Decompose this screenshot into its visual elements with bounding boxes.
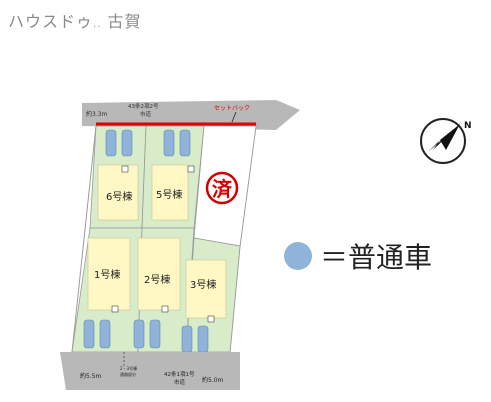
lot-6-label: 6号棟 bbox=[106, 190, 132, 203]
bottom-road-right-width: 約5.0m bbox=[202, 376, 224, 384]
setback-label: セットバック bbox=[214, 105, 250, 112]
lot-5-house bbox=[151, 164, 189, 221]
north-compass-icon: N bbox=[420, 118, 472, 164]
setback-pointer bbox=[231, 111, 237, 123]
entrance-marker bbox=[207, 315, 215, 323]
entrance-marker bbox=[111, 305, 119, 313]
car-marker bbox=[197, 325, 209, 353]
brand-logo: ハウスドゥ.. 古賀 bbox=[8, 8, 141, 32]
entrance-marker bbox=[121, 165, 129, 173]
bottom-road bbox=[60, 352, 240, 390]
top-road-width: 約3.3m bbox=[86, 110, 108, 118]
top-road-kind: 市道 bbox=[140, 110, 152, 118]
car-marker bbox=[105, 129, 117, 157]
lot-1-house bbox=[87, 237, 131, 311]
legend-text: 普通車 bbox=[348, 241, 433, 274]
lot-2-house bbox=[137, 237, 181, 311]
car-marker bbox=[181, 325, 193, 353]
top-road-type: 43条2項2号 bbox=[128, 102, 159, 110]
lot-1-label: 1号棟 bbox=[94, 268, 120, 281]
bottom-road-kind: 市道 bbox=[174, 378, 186, 386]
car-marker bbox=[163, 129, 175, 157]
bottom-road-type: 42条1項1号 bbox=[164, 370, 195, 378]
sold-stamp bbox=[205, 171, 239, 205]
entrance-marker bbox=[187, 165, 195, 173]
car-legend-dot-icon bbox=[284, 242, 312, 270]
car-marker bbox=[133, 319, 145, 349]
bottom-road-left-width: 約5.5m bbox=[80, 372, 102, 380]
svg-text:N: N bbox=[464, 121, 472, 131]
car-marker bbox=[179, 129, 191, 157]
bottom-road-note-1: 2・3号棟 bbox=[120, 365, 137, 371]
lot-3-house bbox=[185, 259, 227, 319]
legend-equals: ＝ bbox=[320, 241, 349, 274]
brand-branch: 古賀 bbox=[107, 12, 142, 31]
brand-suffix: .. bbox=[93, 19, 102, 30]
lot-2-label: 2号棟 bbox=[144, 273, 170, 286]
bottom-road-note-2: 通路部分 bbox=[120, 371, 136, 377]
car-marker bbox=[149, 319, 161, 349]
lot-5-label: 5号棟 bbox=[156, 188, 182, 201]
lot-6-house bbox=[97, 164, 139, 221]
car-marker bbox=[83, 319, 95, 349]
sold-mark: 済 bbox=[212, 177, 233, 201]
entrance-marker bbox=[161, 305, 169, 313]
car-marker bbox=[121, 129, 133, 157]
entrance-markers bbox=[111, 165, 215, 323]
car-marker bbox=[99, 319, 111, 349]
legend: ＝ 普通車 bbox=[284, 236, 432, 276]
brand-name: ハウスドゥ bbox=[8, 12, 94, 31]
lot-3-label: 3号棟 bbox=[190, 278, 216, 291]
